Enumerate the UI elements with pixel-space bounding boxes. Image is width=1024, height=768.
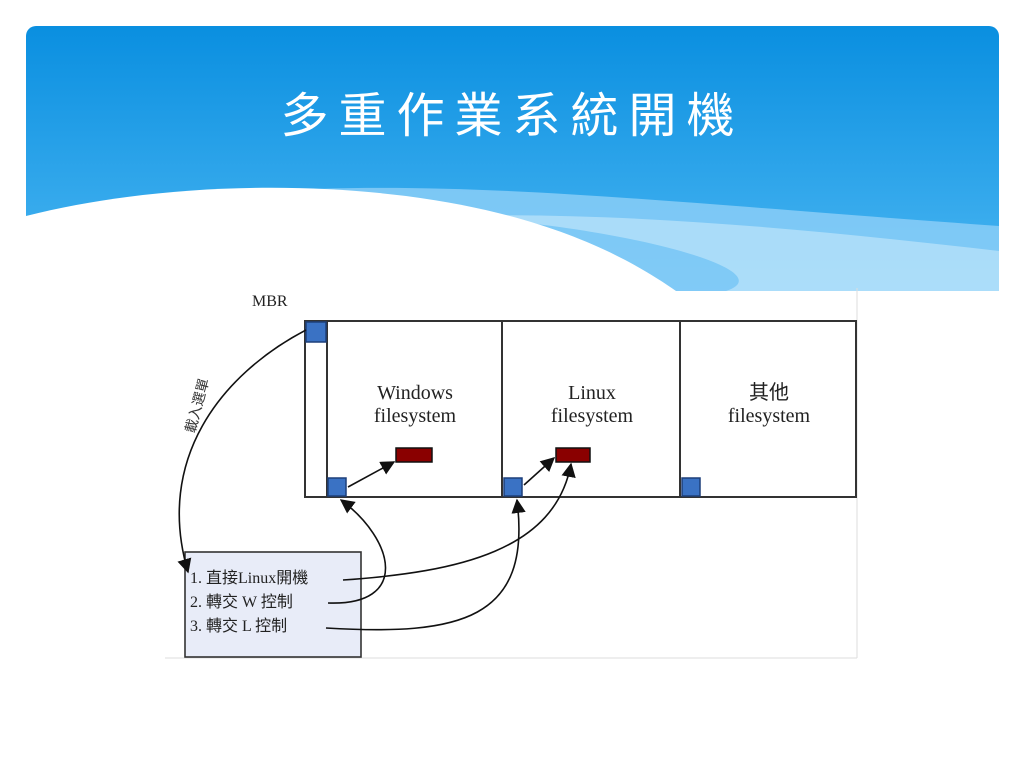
mbr-label: MBR <box>252 293 288 310</box>
boot-sector-windows <box>327 477 347 497</box>
partition-label-windows: Windows filesystem <box>328 382 502 428</box>
menu-item-direct-linux: 1. 直接Linux開機 <box>190 570 309 587</box>
menu-item-handoff-windows: 2. 轉交 W 控制 <box>190 594 293 611</box>
kernel-block-windows <box>395 447 433 463</box>
boot-diagram: MBR Windows filesystem Linux filesystem … <box>160 280 865 665</box>
disk-outline <box>304 320 857 498</box>
slide-header: 多重作業系統開機 <box>26 26 999 291</box>
partition-label-other: 其他 filesystem <box>682 382 856 428</box>
menu-item-handoff-linux: 3. 轉交 L 控制 <box>190 618 288 635</box>
mbr-block <box>305 321 327 343</box>
partition-name: 其他 <box>749 382 789 404</box>
header-wave-background <box>26 26 999 291</box>
partition-name: Linux <box>568 382 616 404</box>
boot-sector-linux <box>503 477 523 497</box>
kernel-block-linux <box>555 447 591 463</box>
boot-sector-other <box>681 477 701 497</box>
partition-type: filesystem <box>373 405 457 427</box>
partition-type: filesystem <box>727 405 811 427</box>
boot-diagram-graphics <box>165 288 858 659</box>
partition-label-linux: Linux filesystem <box>504 382 680 428</box>
partition-name: Windows <box>377 382 453 404</box>
slide-title: 多重作業系統開機 <box>280 88 745 144</box>
partition-type: filesystem <box>550 405 634 427</box>
boot-menu-box <box>184 551 362 658</box>
